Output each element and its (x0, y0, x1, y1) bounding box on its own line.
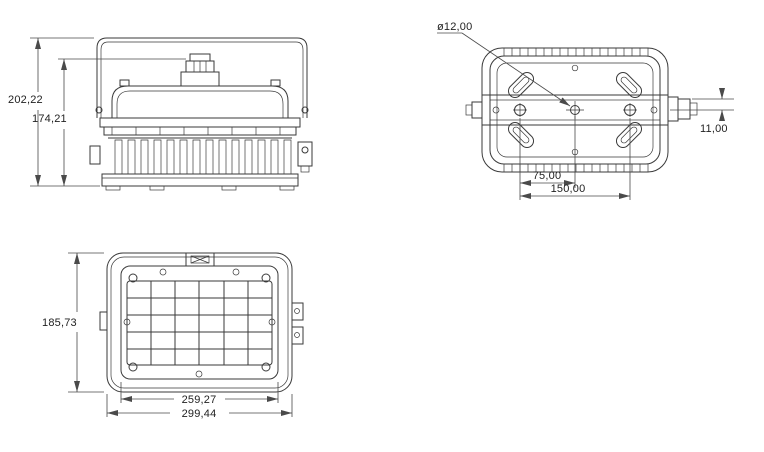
corner-gusset-top-right (615, 71, 643, 99)
dim-overall-height: 202,22 (8, 94, 43, 106)
rear-view (465, 47, 698, 173)
rear-view-dimensions: ø12,00 11,00 75,00 150,00 (437, 21, 734, 200)
front-view (99, 252, 304, 393)
side-tab (89, 145, 101, 165)
dim-hole-diameter: ø12,00 (437, 21, 472, 33)
wire-guard-grid (126, 280, 273, 366)
front-side-tab (99, 311, 108, 331)
dim-front-height: 185,73 (42, 317, 77, 329)
dim-hole-spacing: 150,00 (551, 183, 586, 195)
cable-gland (180, 53, 220, 87)
left-hinge-tab (465, 101, 483, 119)
corner-gusset-bottom-left (507, 121, 535, 149)
dim-hole-to-center: 75,00 (533, 170, 562, 182)
heatsink-fins (108, 137, 292, 175)
side-view (89, 37, 313, 191)
dim-outer-width: 299,44 (182, 408, 217, 420)
fin-teeth-top (503, 48, 649, 56)
corner-gusset-top-left (507, 71, 535, 99)
right-clamp (667, 96, 698, 122)
top-connector (185, 252, 215, 267)
dim-bracket-offset: 11,00 (700, 123, 728, 135)
side-view-dimensions: 202,22 174,21 (8, 37, 186, 187)
front-latch (291, 302, 304, 345)
front-view-dimensions: 185,73 259,27 299,44 (42, 252, 293, 420)
flange (99, 117, 301, 136)
side-latch (297, 141, 313, 173)
bottom-housing (101, 173, 299, 191)
mounting-yoke (95, 37, 309, 118)
corner-gusset-bottom-right (615, 121, 643, 149)
fin-teeth-bottom (503, 164, 649, 172)
dim-inner-width: 259,27 (182, 394, 217, 406)
top-cover (111, 79, 289, 118)
dim-housing-height: 174,21 (32, 113, 67, 125)
